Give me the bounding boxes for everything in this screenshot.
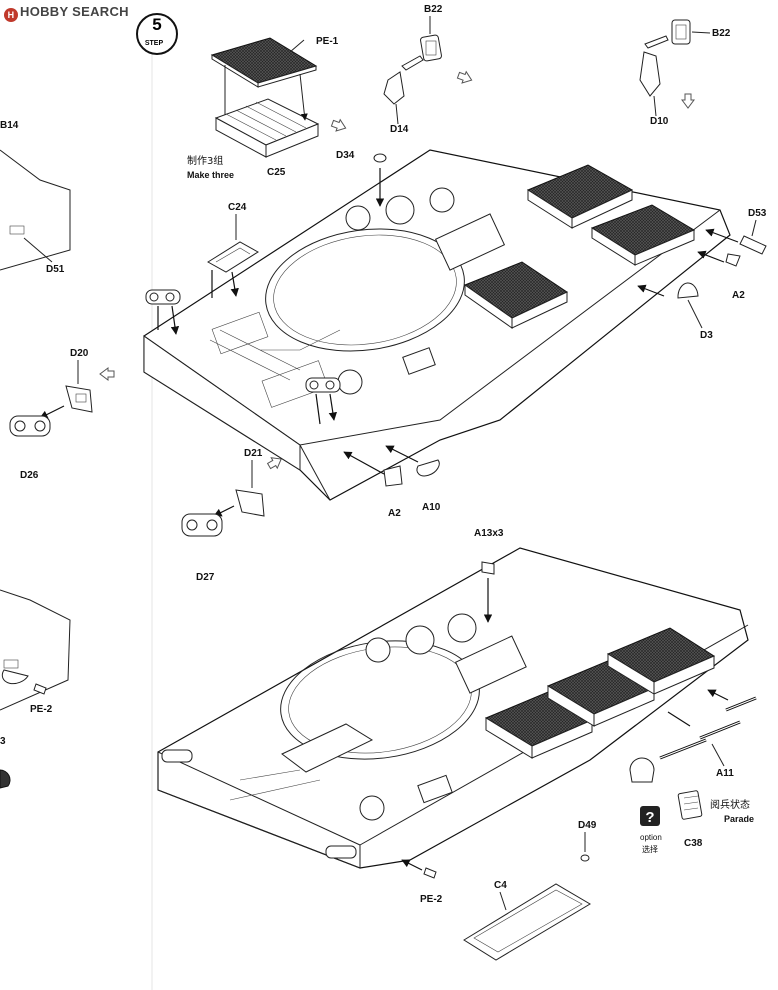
headlight-pair-center [305,377,341,393]
a13-part [481,561,495,575]
pe2-left-part [33,683,47,695]
c24-part [207,241,259,273]
d21-bracket-part [235,489,265,517]
a10-arrow [385,445,419,463]
pe2-center-arrow [401,859,423,871]
label-d27: D27 [196,572,215,583]
label-c25: C25 [267,167,286,178]
headlight-center-arrows [315,393,334,424]
d53-arrow [705,228,739,243]
a10-part [416,459,440,477]
b22-right-leader [691,31,711,34]
a11-arrows [667,690,729,727]
label-c38: C38 [684,838,703,849]
d14-leader [395,103,399,125]
label-edge-3: 3 [0,736,6,747]
hobby-search-logo: H [4,8,18,22]
mirror-b22-d14-part [383,34,442,105]
label-pe2-left: PE-2 [30,704,53,715]
label-option-en: option [640,833,662,842]
a2-right-part [725,253,741,267]
label-a11: A11 [716,768,734,779]
watermark-text: HOBBY SEARCH [20,4,129,19]
label-b22-top: B22 [424,4,443,15]
label-b22-right: B22 [712,28,731,39]
c38-part [677,790,703,820]
label-a2-bottom: A2 [388,508,401,519]
label-d10: D10 [650,116,669,127]
label-c24: C24 [228,202,247,213]
label-pe1: PE-1 [316,36,339,47]
label-a13x3: A13x3 [474,528,504,539]
label-d21: D21 [244,448,263,459]
a2-bottom-part [383,465,403,487]
mirror-b22-d10-part [639,19,691,97]
a2-bottom-arrow [343,451,385,475]
label-d51: D51 [46,264,65,275]
upper-hull-top-assembly [143,149,731,501]
d3-part [677,282,699,299]
flow-arrows [99,70,695,470]
label-d14: D14 [390,124,409,135]
label-option-cn: 选择 [642,844,658,854]
step-number: 5 [152,15,161,34]
label-make-three-cn: 制作3组 [187,154,223,167]
option-question-icon: ? [645,809,654,826]
left-partial-hull-upper [0,149,71,271]
step-word: STEP [145,40,164,47]
label-parade-en: Parade [724,814,754,824]
d20-bracket-part [65,385,93,413]
pe1-arrow [224,65,305,120]
d53-part [739,235,767,255]
label-d53: D53 [748,208,767,219]
d49-part [580,854,590,862]
label-pe2-center: PE-2 [420,894,443,905]
headlight-left-arrows [157,305,176,334]
label-a2-right: A2 [732,290,745,301]
label-d3: D3 [700,330,713,341]
option-selector: ? [640,806,660,826]
headlight-pair-left [145,289,181,305]
c4-leader [499,891,507,911]
d51-leader [23,237,53,263]
c4-cover-part [463,883,591,961]
d34-part [373,153,387,163]
label-d26: D26 [20,470,39,481]
pe2-center-part [423,867,437,879]
c24-arrows [211,270,236,298]
left-edge-tread-fragment [0,769,11,789]
step-badge: 5 STEP [136,13,178,55]
pe1-leader [289,39,305,53]
d26-light-part [9,415,51,437]
label-d20: D20 [70,348,89,359]
a11-leader [711,743,725,767]
label-d49: D49 [578,820,597,831]
d3-arrow [637,284,665,297]
label-d34: D34 [336,150,355,161]
d10-leader [653,95,657,117]
a11-rods-part [659,696,757,760]
parade-headlamp-part [629,757,655,783]
pe1-mesh-screen [210,37,318,88]
label-a10: A10 [422,502,441,513]
c25-box-part [214,98,320,158]
label-parade-cn: 阅兵状态 [710,798,750,811]
label-c4: C4 [494,880,507,891]
left-partial-hull-lower [0,589,71,711]
d53-leader [751,219,757,237]
label-make-three-en: Make three [187,170,234,180]
lower-hull-finished-assembly [157,547,749,869]
a2-right-arrow [697,250,725,263]
label-b14: B14 [0,120,19,131]
d27-light-part [181,513,223,537]
d3-leader [687,299,703,329]
